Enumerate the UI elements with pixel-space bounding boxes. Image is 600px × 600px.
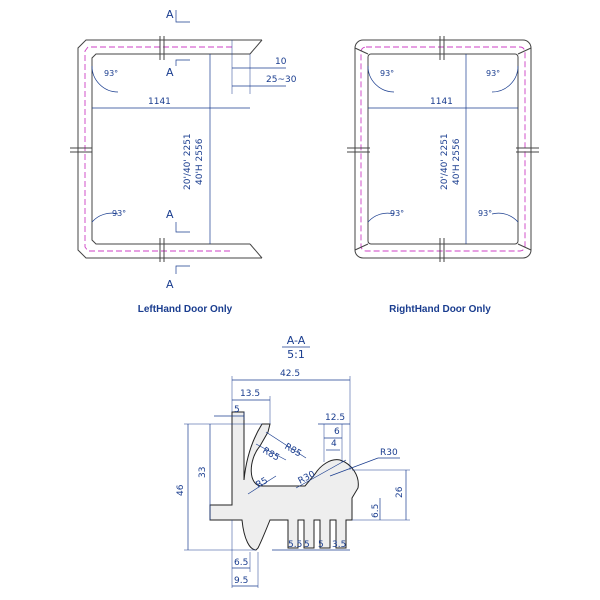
dim-width-label: 1141 [148, 97, 171, 107]
r85-b-label: R85 [283, 442, 303, 460]
dim-base-5-c: 5 [318, 540, 324, 550]
left-seal-centerline [84, 46, 232, 252]
dim-4-label: 4 [331, 439, 337, 449]
left-frame-outer [77, 39, 262, 259]
left-caption: LeftHand Door Only [138, 304, 233, 315]
right-angle-arc-br [491, 212, 519, 223]
right-door-view: 1141 20'/40' 2251 40'H 2556 93° 93° 93° … [347, 36, 539, 315]
right-seal-centerline [360, 46, 526, 252]
dim-height-label-2: 40'H 2556 [195, 138, 205, 185]
right-frame-outer [354, 39, 532, 259]
dim-5-label: 5 [234, 405, 240, 415]
dim-gap-label: 25~30 [266, 75, 297, 85]
dim-base-3-5: 3.5 [332, 540, 346, 550]
dim-26-label: 26 [395, 486, 405, 498]
right-dim-height-label-2: 40'H 2556 [452, 138, 462, 185]
angle-label-top: 93° [104, 69, 118, 78]
right-dim-height-label-1: 20'/40' 2251 [440, 133, 450, 190]
left-frame-end-bottom [249, 243, 263, 259]
right-bevel-bl [354, 243, 369, 251]
right-dim-width-label: 1141 [430, 97, 453, 107]
r5-leader [247, 475, 277, 495]
section-title: A-A [287, 334, 306, 347]
angle-arc-bottom [91, 212, 119, 223]
r30-outer-leader [329, 457, 379, 477]
section-label-bottom: A [166, 208, 174, 221]
section-arrow-bottom [175, 222, 190, 233]
section-view: A-A 5:1 42.5 13.5 5 12.5 6 4 R30 [176, 334, 410, 588]
right-angle-label-tl: 93° [380, 69, 394, 78]
angle-label-bottom: 93° [112, 209, 126, 218]
right-angle-arc-tr [491, 65, 519, 93]
section-label-top-lower: A [166, 66, 174, 79]
dim-6-5-right-label: 6.5 [371, 504, 381, 518]
right-angle-label-bl: 93° [390, 209, 404, 218]
r30-outer-label: R30 [380, 448, 398, 458]
dim-6-5-bottom-label: 6.5 [234, 558, 248, 568]
left-frame-end-top [249, 39, 263, 55]
dim-base-5-b: 5 [304, 540, 310, 550]
section-scale: 5:1 [287, 348, 305, 361]
dim-height-label-1: 20'/40' 2251 [183, 133, 193, 190]
dim-offset-label: 10 [275, 57, 287, 67]
dim-6-label: 6 [334, 427, 340, 437]
section-arrow-bottom-lower [175, 265, 190, 274]
dim-13-label: 13.5 [240, 389, 260, 399]
right-bevel-tr [517, 47, 532, 55]
right-bevel-tl [354, 47, 369, 55]
section-arrow-top [175, 10, 190, 23]
right-angle-arc-bl [367, 212, 395, 223]
right-caption: RightHand Door Only [389, 304, 491, 315]
angle-arc-top [91, 65, 119, 93]
section-arrow-top-lower [175, 59, 190, 66]
right-bevel-br [517, 243, 532, 251]
dim-46-label: 46 [176, 484, 186, 496]
right-frame-inner [367, 53, 519, 245]
dim-42-label: 42.5 [280, 369, 300, 379]
right-angle-label-br: 93° [478, 209, 492, 218]
r85-a-leader [255, 443, 287, 461]
section-label-top: A [166, 8, 174, 21]
left-door-view: A A A A 1141 10 25~30 20'/40' 2251 40'H … [70, 8, 297, 315]
left-frame-inner [91, 53, 250, 245]
r85-a-label: R85 [261, 446, 281, 464]
right-angle-label-tr: 93° [486, 69, 500, 78]
dim-base-5-5: 5.5 [288, 540, 302, 550]
r30-inner-leader [295, 459, 347, 489]
dim-9-5-label: 9.5 [234, 576, 248, 586]
r85-b-leader [265, 431, 307, 459]
section-label-bottom-lower: A [166, 278, 174, 291]
dim-33-label: 33 [198, 467, 208, 478]
right-angle-arc-tl [367, 65, 395, 93]
dim-12-label: 12.5 [325, 413, 345, 423]
